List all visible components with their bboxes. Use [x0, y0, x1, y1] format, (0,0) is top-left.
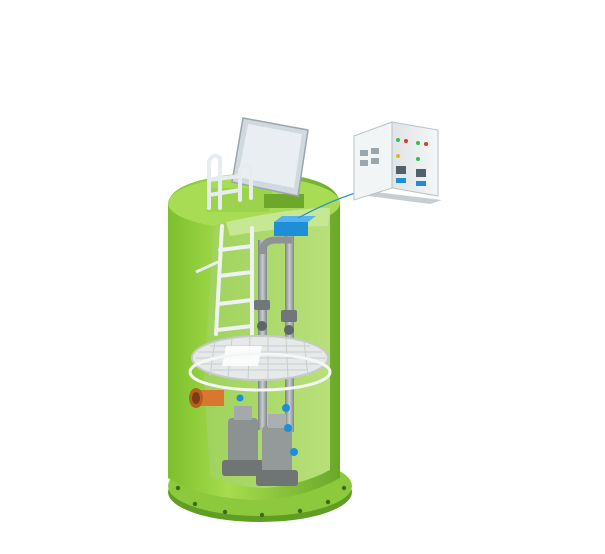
grating-platform [188, 335, 332, 392]
hatch-lid [231, 117, 309, 197]
submersible-pump-right [256, 414, 298, 486]
float-switches [236, 394, 298, 456]
ladder-top-rails [207, 153, 253, 210]
level-control-box [274, 216, 316, 236]
cabinet-indicators [396, 138, 428, 186]
inlet-pipe [189, 388, 224, 408]
internal-ladder [214, 224, 254, 350]
discharge-pipes [254, 232, 297, 432]
control-cabinet [353, 121, 442, 204]
wall-bracket [195, 260, 219, 274]
submersible-pump-left [222, 406, 264, 476]
